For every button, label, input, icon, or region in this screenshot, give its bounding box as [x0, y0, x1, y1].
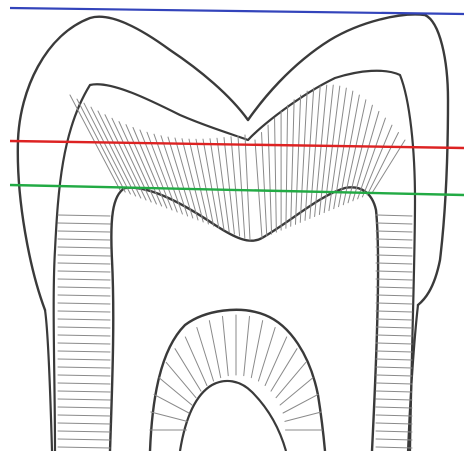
molar-cross-section-drawing — [0, 0, 464, 451]
tooth-sketch-canvas — [0, 0, 464, 451]
